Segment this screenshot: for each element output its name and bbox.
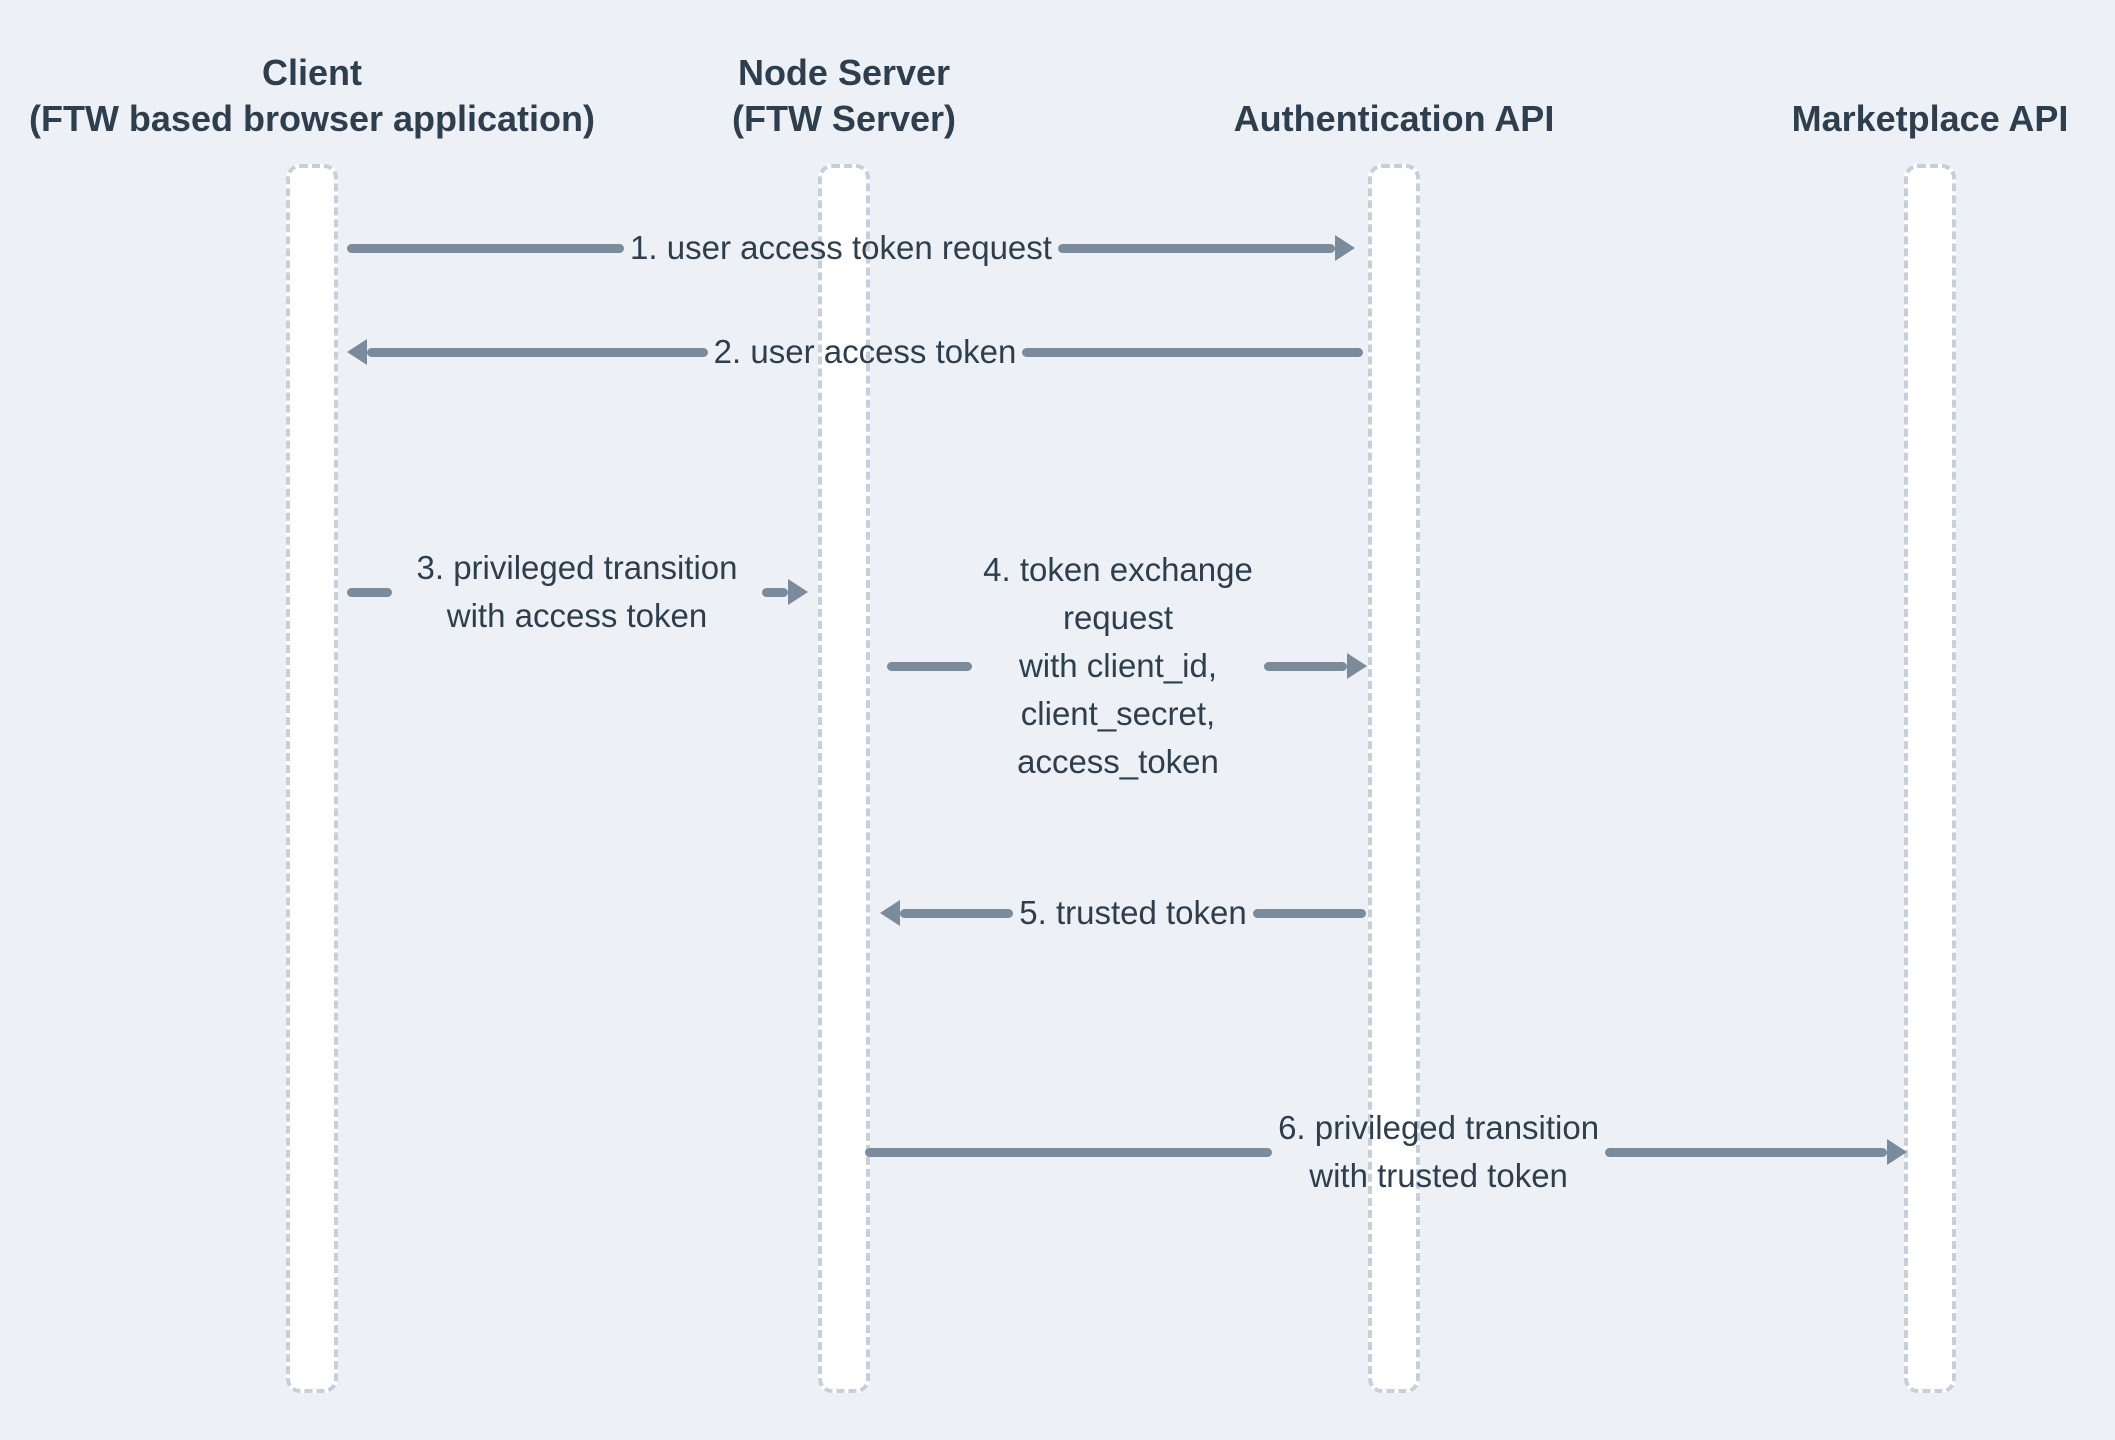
message-6: 6. privileged transition with trusted to… [865,1104,1907,1200]
message-5: 5. trusted token [880,889,1367,937]
message-4-label: 4. token exchange request with client_id… [977,546,1259,786]
lifeline-authentication-api [1368,164,1420,1393]
arrow-line [1022,347,1363,357]
actor-name: Client [261,52,362,93]
arrow-line [367,347,708,357]
arrow-line [887,661,972,671]
message-6-label: 6. privileged transition with trusted to… [1272,1104,1605,1200]
message-label-line: access_token [1017,743,1219,780]
arrow-line [1264,661,1347,671]
message-2-label: 2. user access token [708,328,1023,376]
message-label-line: 5. trusted token [1019,894,1247,931]
message-5-label: 5. trusted token [1013,889,1252,937]
arrowhead-left-icon [880,900,900,926]
actor-header-authentication-api: Authentication API [1234,96,1555,142]
message-label-line: with client_id, [1018,647,1218,684]
actor-name: Node Server [737,52,951,93]
spacer [744,592,763,593]
arrow-line [347,243,625,253]
arrow-line [762,587,789,597]
arrow-line [1605,1147,1887,1157]
lifeline-node-server [818,164,870,1393]
actor-header-marketplace-api: Marketplace API [1792,96,2069,142]
message-label-line: client_secret, [1020,695,1216,732]
arrow-line [900,908,1014,918]
message-label-line: 3. privileged transition [416,549,738,586]
message-label-line: 1. user access token request [630,229,1052,266]
message-4: 4. token exchange request with client_id… [887,546,1367,786]
arrow-line [865,1147,1273,1157]
actor-subtitle: (FTW based browser application) [28,98,596,139]
arrowhead-left-icon [347,339,367,365]
spacer [392,592,411,593]
message-3: 3. privileged transition with access tok… [347,544,809,640]
arrowhead-right-icon [1347,653,1367,679]
arrow-line [1252,908,1367,918]
arrowhead-right-icon [788,579,809,605]
actor-header-client: Client (FTW based browser application) [29,50,595,142]
arrow-line [1057,243,1335,253]
actor-name: Marketplace API [1791,98,2069,139]
message-label-line: with access token [446,597,708,634]
message-label-line: 4. token exchange [983,551,1253,588]
actor-name: Authentication API [1233,98,1555,139]
message-label-line: request [1062,599,1174,636]
actor-subtitle: (FTW Server) [731,98,957,139]
message-2: 2. user access token [347,328,1363,376]
arrowhead-right-icon [1887,1139,1907,1165]
lifeline-client [286,164,338,1393]
arrowhead-right-icon [1335,235,1355,261]
message-label-line: 6. privileged transition [1278,1109,1600,1146]
message-label-line: with trusted token [1309,1157,1568,1194]
arrow-line [347,587,392,597]
message-3-label: 3. privileged transition with access tok… [411,544,744,640]
message-1-label: 1. user access token request [624,224,1058,272]
message-1: 1. user access token request [347,224,1355,272]
message-label-line: 2. user access token [713,333,1017,370]
actor-header-node-server: Node Server (FTW Server) [732,50,956,142]
lifeline-marketplace-api [1904,164,1956,1393]
